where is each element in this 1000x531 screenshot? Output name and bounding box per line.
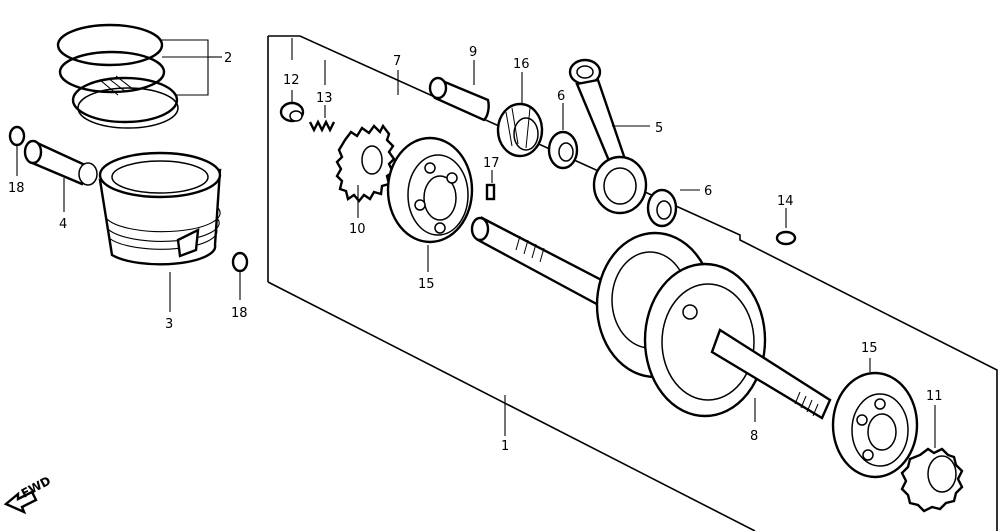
piston	[98, 151, 222, 266]
thrust-washer-lower	[646, 188, 678, 228]
forward-label: FWD	[19, 474, 53, 501]
drive-gear	[335, 123, 396, 203]
callout-17: 17	[483, 156, 500, 171]
piston-pin-clip-left	[8, 125, 26, 147]
callout-13: 13	[316, 91, 333, 106]
callout-10: 10	[349, 222, 366, 237]
crankshaft	[470, 216, 832, 420]
bearing-left	[386, 136, 474, 244]
callout-16: 16	[513, 57, 530, 72]
callout-2: 2	[224, 51, 232, 66]
woodruff-key	[485, 183, 496, 201]
callout-14: 14	[777, 194, 794, 209]
assembly-frame	[268, 35, 998, 531]
key	[775, 230, 797, 246]
callout-6-lower: 6	[704, 184, 712, 199]
callout-18-right: 18	[231, 306, 248, 321]
callout-9: 9	[469, 45, 477, 60]
callout-6-upper: 6	[557, 89, 565, 104]
callout-1: 1	[501, 439, 509, 454]
callout-11: 11	[926, 389, 943, 404]
callout-18-left: 18	[8, 181, 25, 196]
callout-5: 5	[655, 121, 663, 136]
wrist-pin	[428, 76, 490, 122]
spacer-cap	[279, 101, 305, 123]
piston-pin-clip-right	[231, 251, 249, 273]
needle-bearing	[496, 102, 544, 158]
callout-3: 3	[165, 317, 173, 332]
assembly-frame-bottom	[267, 281, 756, 531]
callout-8: 8	[750, 429, 758, 444]
callout-7: 7	[393, 54, 401, 69]
thrust-washer-upper	[547, 130, 579, 170]
callout-12: 12	[283, 73, 300, 88]
spring	[308, 119, 336, 133]
callout-15-left: 15	[418, 277, 435, 292]
bearing-right	[831, 371, 919, 479]
piston-rings	[56, 23, 179, 129]
piston-pin	[23, 139, 98, 186]
forward-arrow-icon	[3, 490, 38, 515]
connecting-rod	[568, 58, 648, 215]
callout-4: 4	[59, 217, 67, 232]
callout-15-right: 15	[861, 341, 878, 356]
timing-sprocket	[900, 447, 964, 513]
